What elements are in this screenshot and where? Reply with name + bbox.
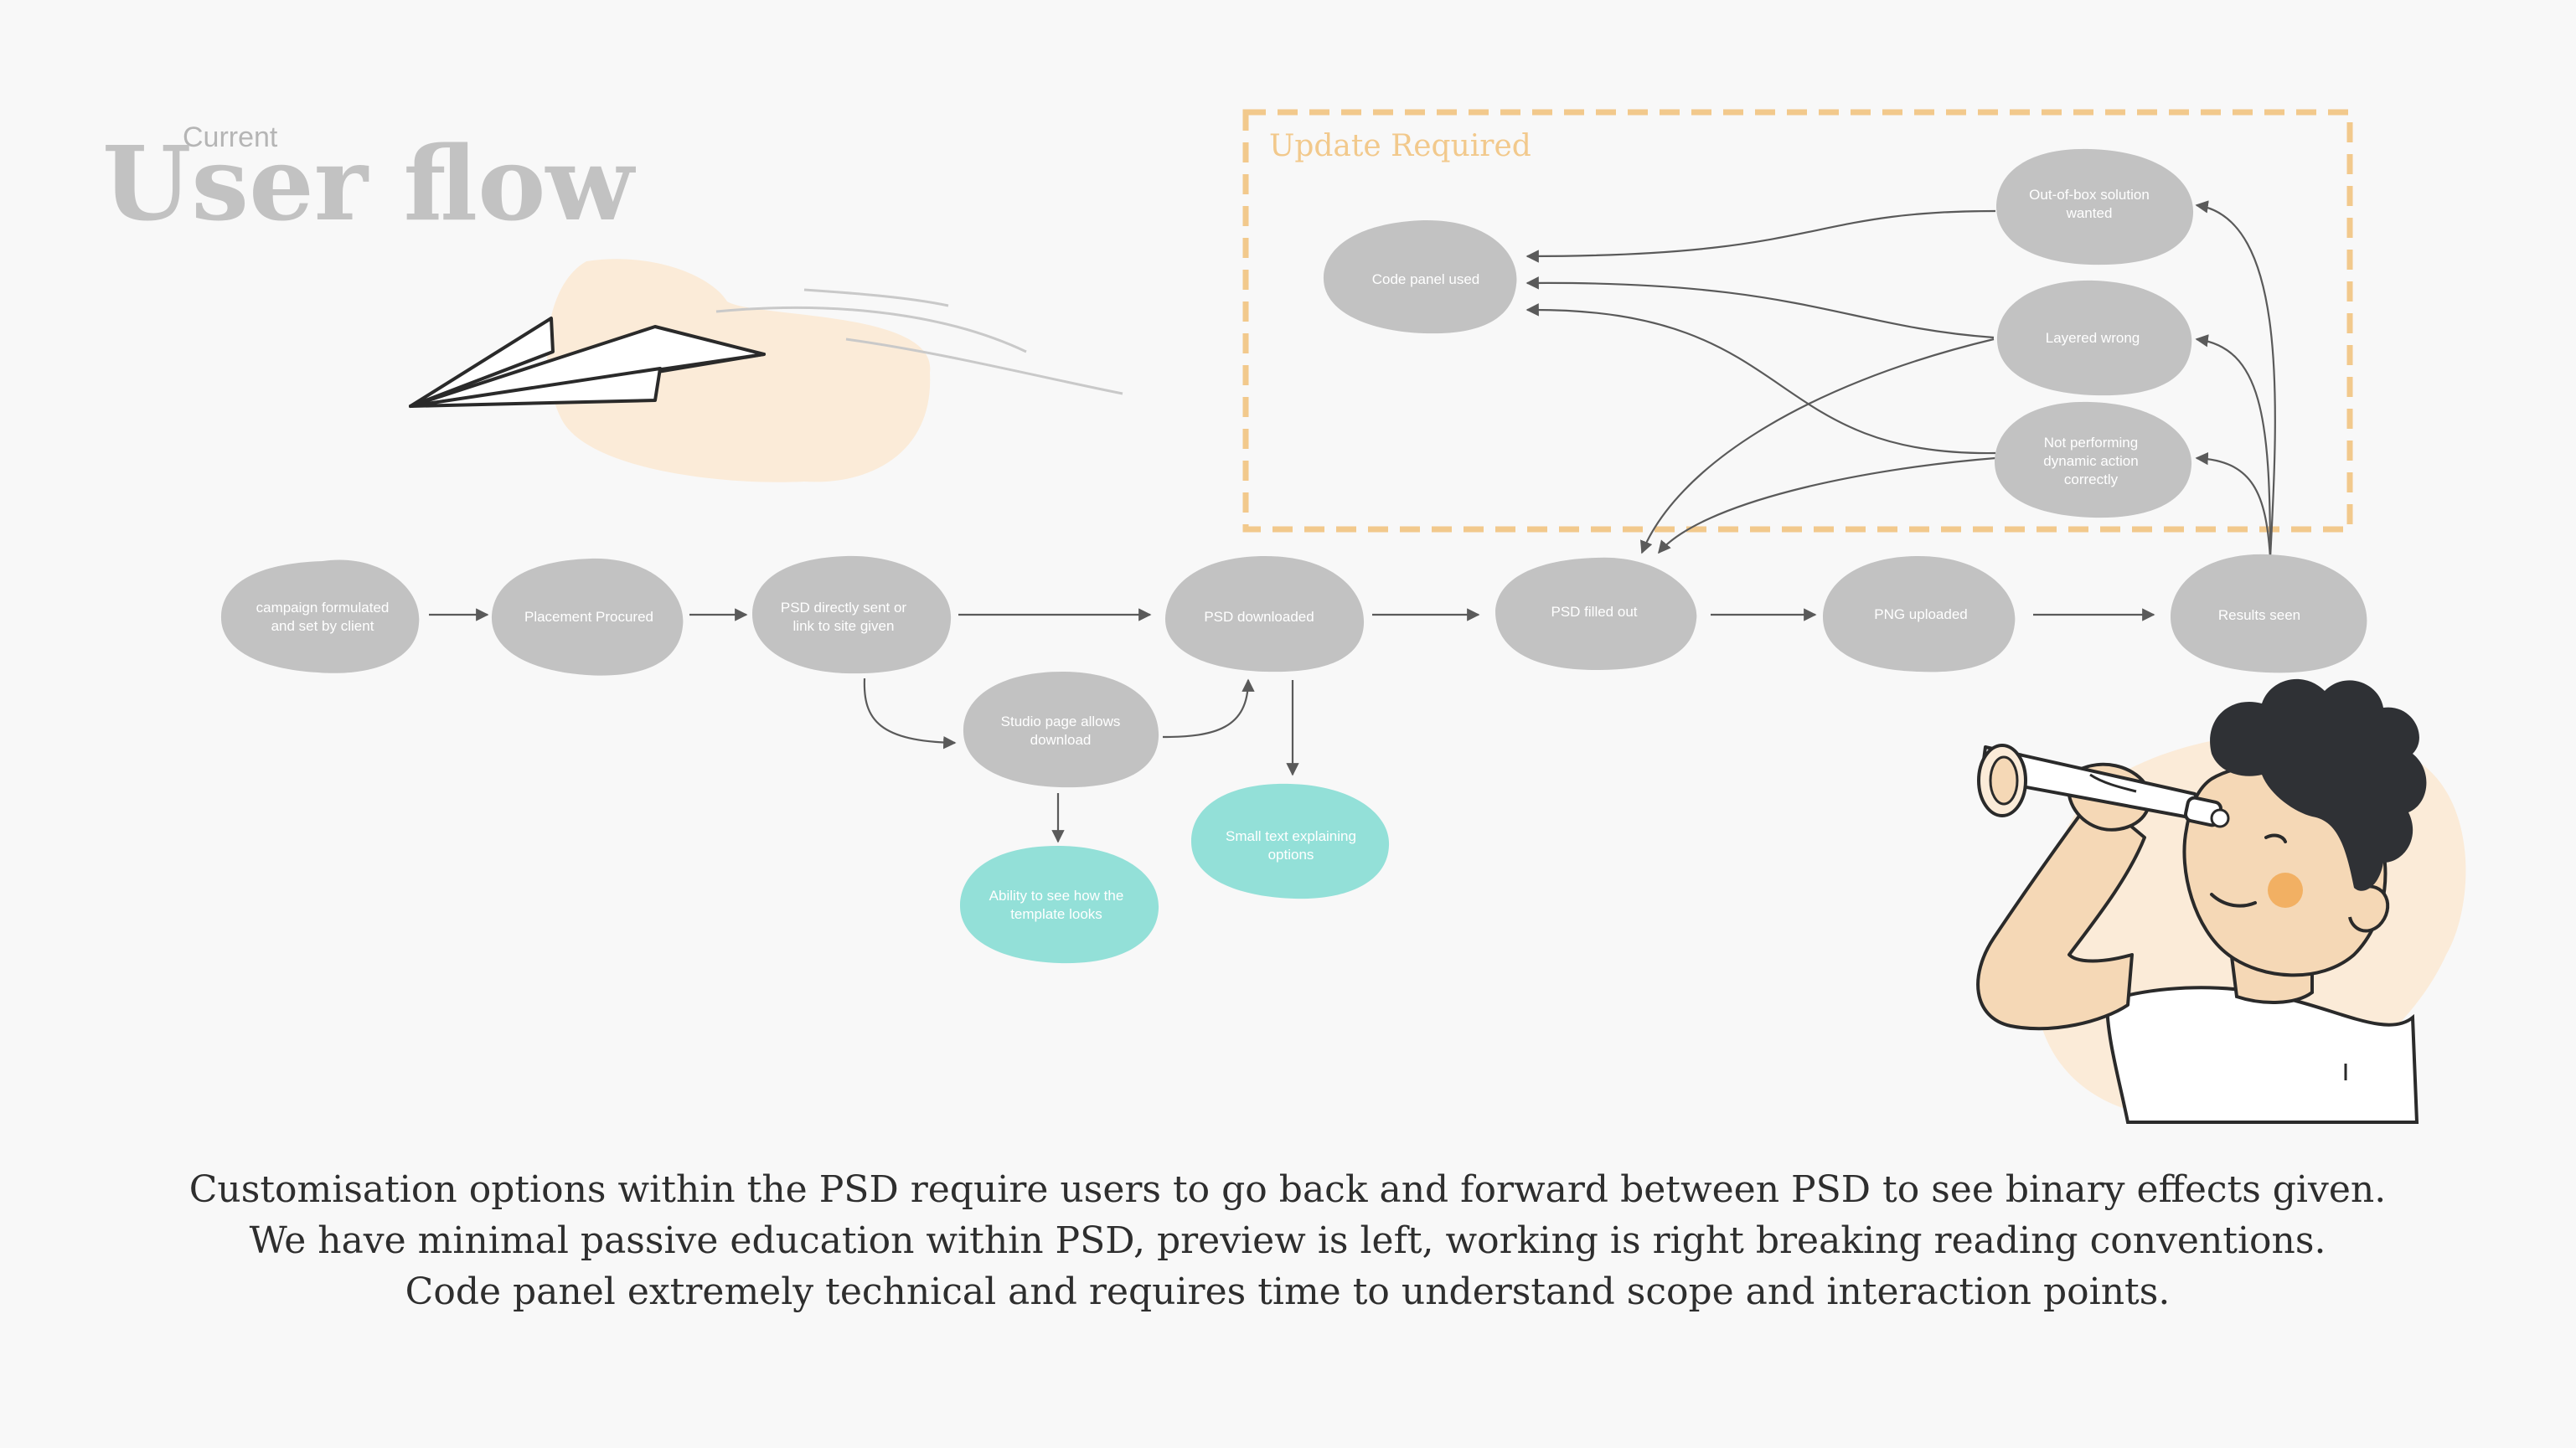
node-layered-wrong-line1: Layered wrong xyxy=(2046,330,2140,346)
node-png-uploaded-line1: PNG uploaded xyxy=(1874,606,1968,622)
node-out-of-box: Out-of-box solution wanted xyxy=(1995,148,2194,265)
paper-plane-illustration xyxy=(409,259,1123,482)
update-required-box xyxy=(1242,109,2353,533)
node-code-panel-line1: Code panel used xyxy=(1372,271,1480,287)
node-not-performing-line2: dynamic action xyxy=(2043,453,2138,469)
node-placement-line1: Placement Procured xyxy=(524,609,653,625)
node-psd-filled-line1: PSD filled out xyxy=(1551,604,1638,620)
node-psd-downloaded-line1: PSD downloaded xyxy=(1204,609,1314,625)
page-title: User flow xyxy=(102,123,637,244)
caption-line-3: Code panel extremely technical and requi… xyxy=(405,1270,2171,1313)
node-out-of-box-line2: wanted xyxy=(2066,205,2113,221)
node-ability: Ability to see how the template looks xyxy=(959,846,1159,964)
node-campaign-line1: campaign formulated xyxy=(256,600,390,616)
node-not-performing-line1: Not performing xyxy=(2044,435,2138,451)
node-not-performing: Not performing dynamic action correctly xyxy=(1994,401,2192,518)
node-psd-filled: PSD filled out xyxy=(1495,557,1697,670)
node-small-text-line2: options xyxy=(1268,847,1314,863)
node-studio-page: Studio page allows download xyxy=(963,672,1159,788)
caption-line-2: We have minimal passive education within… xyxy=(250,1219,2326,1262)
node-campaign-line2: and set by client xyxy=(271,618,374,634)
node-small-text: Small text explaining options xyxy=(1191,783,1390,899)
node-campaign: campaign formulated and set by client xyxy=(220,559,420,673)
node-psd-sent-line2: link to site given xyxy=(793,618,895,634)
flow-connectors xyxy=(429,200,2276,843)
node-out-of-box-line1: Out-of-box solution xyxy=(2029,187,2150,203)
node-studio-page-line2: download xyxy=(1030,732,1092,748)
node-studio-page-line1: Studio page allows xyxy=(1001,714,1121,729)
node-placement: Placement Procured xyxy=(491,558,684,676)
update-required-label: Update Required xyxy=(1269,129,1531,163)
caption-line-1: Customisation options within the PSD req… xyxy=(189,1168,2386,1211)
node-psd-sent-line1: PSD directly sent or xyxy=(781,600,907,616)
node-layered-wrong: Layered wrong xyxy=(1996,280,2192,396)
node-small-text-line1: Small text explaining xyxy=(1226,828,1356,844)
node-psd-downloaded: PSD downloaded xyxy=(1164,556,1365,672)
node-psd-sent: PSD directly sent or link to site given xyxy=(751,555,952,674)
node-ability-line1: Ability to see how the xyxy=(989,888,1124,904)
node-code-panel: Code panel used xyxy=(1323,219,1517,334)
node-ability-line2: template looks xyxy=(1010,906,1102,922)
caption: Customisation options within the PSD req… xyxy=(189,1168,2386,1313)
page-subtitle: Current xyxy=(183,121,278,153)
node-png-uploaded: PNG uploaded xyxy=(1822,556,2016,672)
node-not-performing-line3: correctly xyxy=(2064,472,2119,487)
person-with-telescope-illustration xyxy=(1976,678,2466,1124)
node-results-seen-line1: Results seen xyxy=(2218,607,2300,623)
node-results-seen: Results seen xyxy=(2170,554,2367,673)
